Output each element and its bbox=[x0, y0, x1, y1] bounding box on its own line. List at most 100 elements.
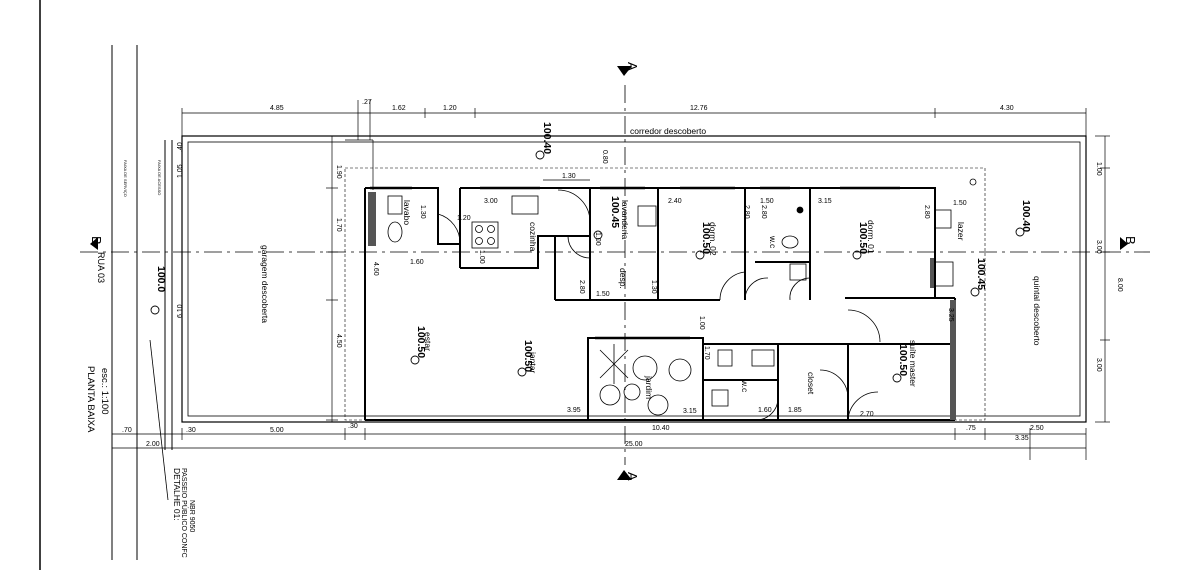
dim-closet: 1.85 bbox=[788, 407, 802, 414]
dim-wc2: 1.60 bbox=[758, 407, 772, 414]
level-dining: 100.50 bbox=[522, 340, 534, 372]
level-street: 100.0 bbox=[155, 266, 167, 292]
detail-leader bbox=[149, 339, 169, 501]
dim-right-3: 8.00 bbox=[1116, 278, 1123, 292]
dim-wc-h: 2.80 bbox=[760, 205, 767, 219]
section-label-a-top: A bbox=[625, 62, 640, 71]
dim-bottom-9: 3.35 bbox=[1015, 435, 1029, 442]
windows bbox=[370, 186, 900, 340]
dim-bottom-2: 2.00 bbox=[146, 441, 160, 448]
dim-top-2: .27 bbox=[362, 99, 372, 106]
level-garage: 100.40 bbox=[541, 122, 553, 154]
section-label-a-bottom: A bbox=[625, 472, 640, 481]
label-wc2: w.c bbox=[740, 379, 750, 393]
dim-lavabo-door: 1.20 bbox=[457, 215, 471, 222]
dim-bottom-4: 5.00 bbox=[270, 427, 284, 434]
dim-left-4: 1.90 bbox=[335, 165, 342, 179]
dim-laundry-h: 1.00 bbox=[594, 232, 601, 246]
label-dorm1: dorm. 01 bbox=[866, 220, 876, 254]
strip-access-label: FAIXA DE ACESSO bbox=[157, 160, 162, 195]
dim-right-2: 3.00 bbox=[1095, 240, 1102, 254]
dim-bottom-7: .75 bbox=[966, 425, 976, 432]
garden-plants bbox=[599, 344, 692, 416]
label-wc1: w.c bbox=[768, 235, 778, 249]
level-suite: 100.50 bbox=[897, 344, 909, 376]
label-corredor: corredor descoberto bbox=[630, 126, 706, 136]
level-kitchen: 100.45 bbox=[609, 196, 621, 228]
dim-suite: 2.70 bbox=[860, 411, 874, 418]
dim-bottom-total: 25.00 bbox=[625, 441, 643, 448]
label-jantar: jantar bbox=[528, 351, 538, 373]
dim-top-1: 4.85 bbox=[270, 105, 284, 112]
level-yard: 100.40 bbox=[1020, 200, 1032, 232]
street-label: RUA 03 bbox=[96, 252, 106, 283]
strip-service-label: FAIXA DE SERVIÇO bbox=[123, 160, 128, 197]
section-label-b-right: B bbox=[1123, 236, 1138, 245]
level-markers bbox=[150, 150, 1025, 383]
detail-subtitle: PASSEIO PÚBLICO CONFC bbox=[180, 468, 189, 558]
dim-left-5: 1.70 bbox=[335, 218, 342, 232]
section-label-b-left: B bbox=[89, 236, 104, 245]
label-jardim: jardim bbox=[644, 375, 654, 399]
dim-garden: 3.15 bbox=[683, 408, 697, 415]
label-quintal: quintal descoberto bbox=[1032, 276, 1042, 346]
level-living: 100.50 bbox=[415, 326, 427, 358]
dim-dorm1-h: 2.80 bbox=[923, 205, 930, 219]
label-closet: closet bbox=[806, 372, 816, 395]
dim-kitchen-h: 1.00 bbox=[478, 250, 485, 264]
dim-right-1: 1.00 bbox=[1095, 162, 1102, 176]
dim-left-6: 4.60 bbox=[372, 262, 379, 276]
detail-norm: NBR 9050 bbox=[188, 500, 195, 532]
dim-left-7: 4.50 bbox=[335, 334, 342, 348]
dim-top-6: 4.30 bbox=[1000, 105, 1014, 112]
label-lavabo: lavabo bbox=[402, 200, 412, 225]
dim-left-3: 6.10 bbox=[177, 304, 184, 318]
dim-left-1: .40 bbox=[177, 142, 184, 152]
plan-scale: esc.: 1:100 bbox=[99, 368, 110, 414]
level-dorm1: 100.50 bbox=[857, 222, 869, 254]
dim-dorm2-width: 2.40 bbox=[668, 198, 682, 205]
label-suite: suíte master bbox=[908, 340, 918, 387]
dim-wc-width: 1.50 bbox=[760, 198, 774, 205]
dim-lavabo-h: 1.30 bbox=[419, 205, 426, 219]
dim-left-2: 1.05 bbox=[177, 164, 184, 178]
dim-bottom-5: .30 bbox=[348, 423, 358, 430]
dim-corridor: 0.80 bbox=[601, 150, 608, 164]
label-lazer: lazer bbox=[956, 222, 966, 241]
section-arrows bbox=[90, 66, 1128, 480]
label-cozinha: cozinha bbox=[528, 222, 538, 252]
label-dorm2: dorm. 02 bbox=[708, 222, 718, 256]
level-dorm2: 100.50 bbox=[700, 222, 712, 254]
door-swings bbox=[437, 189, 881, 421]
dim-right-4: 3.00 bbox=[1095, 358, 1102, 372]
dim-bottom-6: 10.40 bbox=[652, 425, 670, 432]
label-estar: estar bbox=[423, 332, 433, 351]
dim-top-5: 12.76 bbox=[690, 105, 708, 112]
dim-top-4: 1.20 bbox=[443, 105, 457, 112]
dim-bottom-3: .30 bbox=[186, 427, 196, 434]
dim-desp-h2: 1.30 bbox=[650, 280, 657, 294]
dim-top-3: 1.62 bbox=[392, 105, 406, 112]
level-laundry: 100.45 bbox=[975, 258, 987, 290]
dim-dining-h: 1.00 bbox=[698, 316, 705, 330]
plan-title: PLANTA BAIXA bbox=[85, 366, 96, 433]
label-lavanderia: lavanderia bbox=[620, 200, 630, 239]
lot-outline bbox=[181, 135, 1087, 423]
dim-wc2-h: 1.70 bbox=[703, 346, 710, 360]
dim-dining: 3.95 bbox=[567, 407, 581, 414]
dim-kitchen-top: 1.30 bbox=[562, 173, 576, 180]
dimension-lines bbox=[112, 100, 1110, 460]
dim-lavabo-bottom: 1.60 bbox=[410, 259, 424, 266]
detail-title: DETALHE 01: bbox=[172, 468, 182, 521]
dim-suite-h: 3.25 bbox=[947, 308, 954, 322]
dim-dorm1-width: 3.15 bbox=[818, 198, 832, 205]
dim-bottom-1: .70 bbox=[122, 427, 132, 434]
label-desp: desp. bbox=[618, 268, 628, 289]
fixtures bbox=[387, 178, 977, 407]
sidewalk-lines bbox=[111, 45, 173, 560]
dim-kitchen-width: 3.00 bbox=[484, 198, 498, 205]
hatch-marks bbox=[368, 192, 956, 420]
dim-dorm2-h: 2.80 bbox=[743, 205, 750, 219]
